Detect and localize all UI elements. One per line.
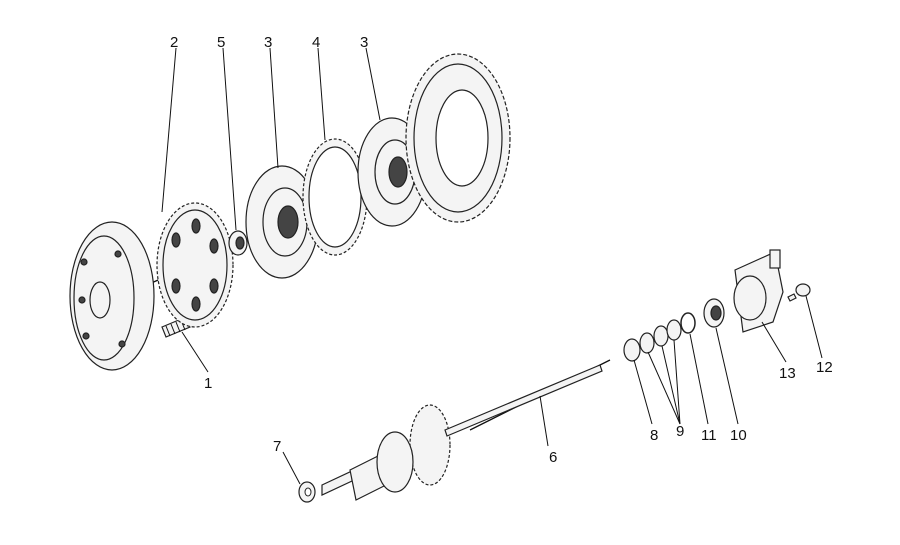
callout-12: 12 — [816, 359, 833, 376]
flywheel — [69, 221, 155, 371]
callout-labels: 2 5 3 4 3 1 6 7 8 9 11 10 13 12 — [170, 34, 833, 466]
washer-stack — [623, 312, 696, 362]
toothed-ring — [302, 138, 368, 256]
callout-4: 4 — [312, 34, 320, 51]
ring-gear — [405, 53, 511, 223]
toothed-driving-plate — [156, 202, 234, 328]
callout-11: 11 — [701, 427, 717, 444]
slave-cylinder — [733, 249, 784, 333]
callout-1: 1 — [204, 375, 212, 392]
callout-2: 2 — [170, 34, 178, 51]
callout-3-first: 3 — [264, 34, 272, 51]
bolt-part — [787, 283, 811, 302]
hub-part — [228, 230, 248, 256]
callout-6: 6 — [549, 449, 557, 466]
callout-10: 10 — [730, 427, 747, 444]
callout-8: 8 — [650, 427, 658, 444]
callout-13: 13 — [779, 365, 796, 382]
leader-lines — [161, 47, 823, 485]
callout-5: 5 — [217, 34, 225, 51]
callout-3-second: 3 — [360, 34, 368, 51]
washer-part — [298, 481, 316, 503]
bearing-part — [703, 298, 725, 328]
callout-9: 9 — [676, 423, 684, 440]
friction-disc-second — [357, 117, 427, 227]
input-shaft-assembly — [321, 364, 603, 501]
callout-7: 7 — [273, 438, 281, 455]
